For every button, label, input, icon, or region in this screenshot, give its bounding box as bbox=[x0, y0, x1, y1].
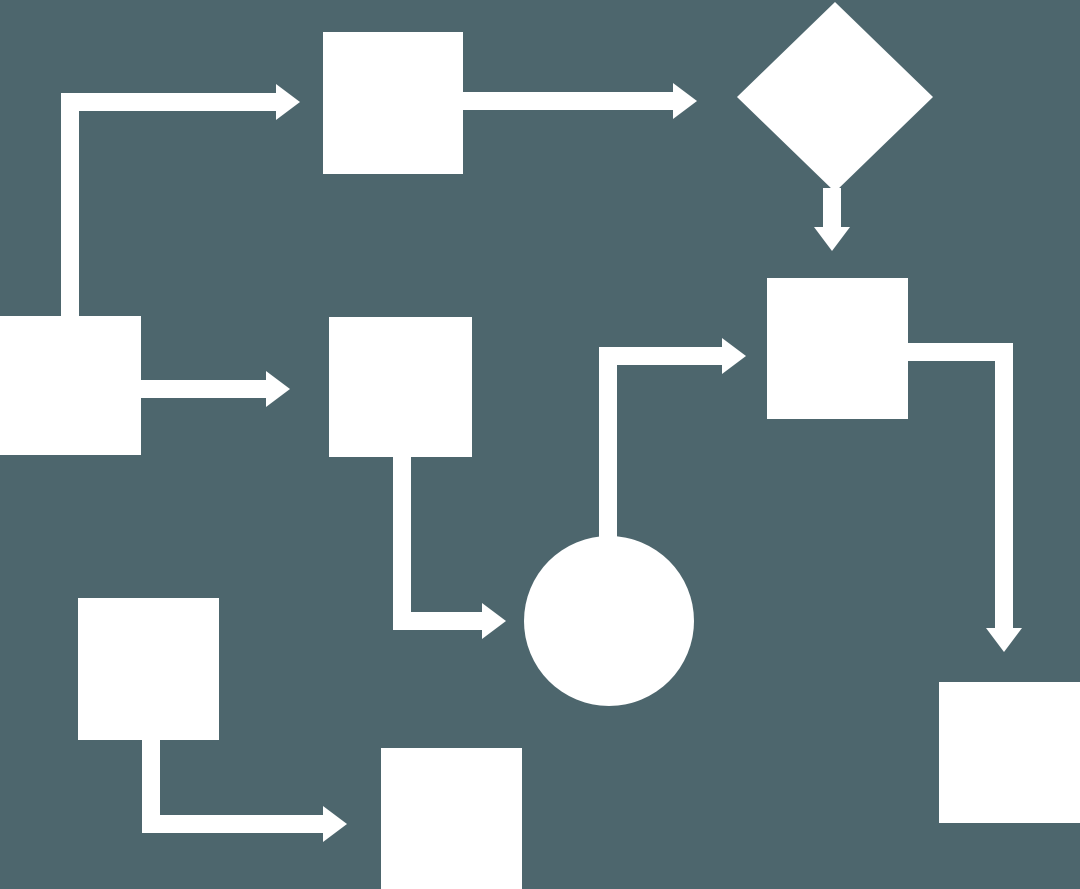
node-process-right bbox=[767, 278, 908, 419]
arrow-leftedge-to-top-arrowhead-icon bbox=[276, 84, 300, 120]
arrow-bottomleft-to-bottommid-shaft bbox=[142, 740, 323, 833]
arrow-middle-to-circle-arrowhead-icon bbox=[482, 603, 506, 639]
node-process-bottom-left bbox=[78, 598, 219, 740]
node-process-left-edge bbox=[0, 316, 141, 455]
node-process-bottom-right bbox=[939, 682, 1080, 823]
node-process-middle bbox=[329, 317, 472, 457]
arrow-circle-to-right-shaft bbox=[599, 347, 722, 537]
node-terminator-circle bbox=[524, 536, 694, 706]
arrow-leftedge-to-top-shaft bbox=[61, 93, 276, 316]
arrow-leftedge-to-middle-arrowhead-icon bbox=[266, 371, 290, 407]
arrow-right-to-bottomright-shaft bbox=[908, 343, 1013, 628]
node-process-bottom-middle bbox=[381, 748, 522, 889]
arrow-circle-to-right-arrowhead-icon bbox=[722, 338, 746, 374]
arrow-middle-to-circle-shaft bbox=[393, 457, 482, 630]
arrow-right-to-bottomright-arrowhead-icon bbox=[986, 628, 1022, 652]
node-process-top bbox=[323, 32, 463, 174]
arrow-top-to-diamond-arrowhead-icon bbox=[673, 83, 697, 119]
arrow-diamond-to-right-arrowhead-icon bbox=[814, 227, 850, 251]
node-decision-diamond bbox=[737, 2, 933, 192]
arrow-bottomleft-to-bottommid-arrowhead-icon bbox=[323, 806, 347, 842]
